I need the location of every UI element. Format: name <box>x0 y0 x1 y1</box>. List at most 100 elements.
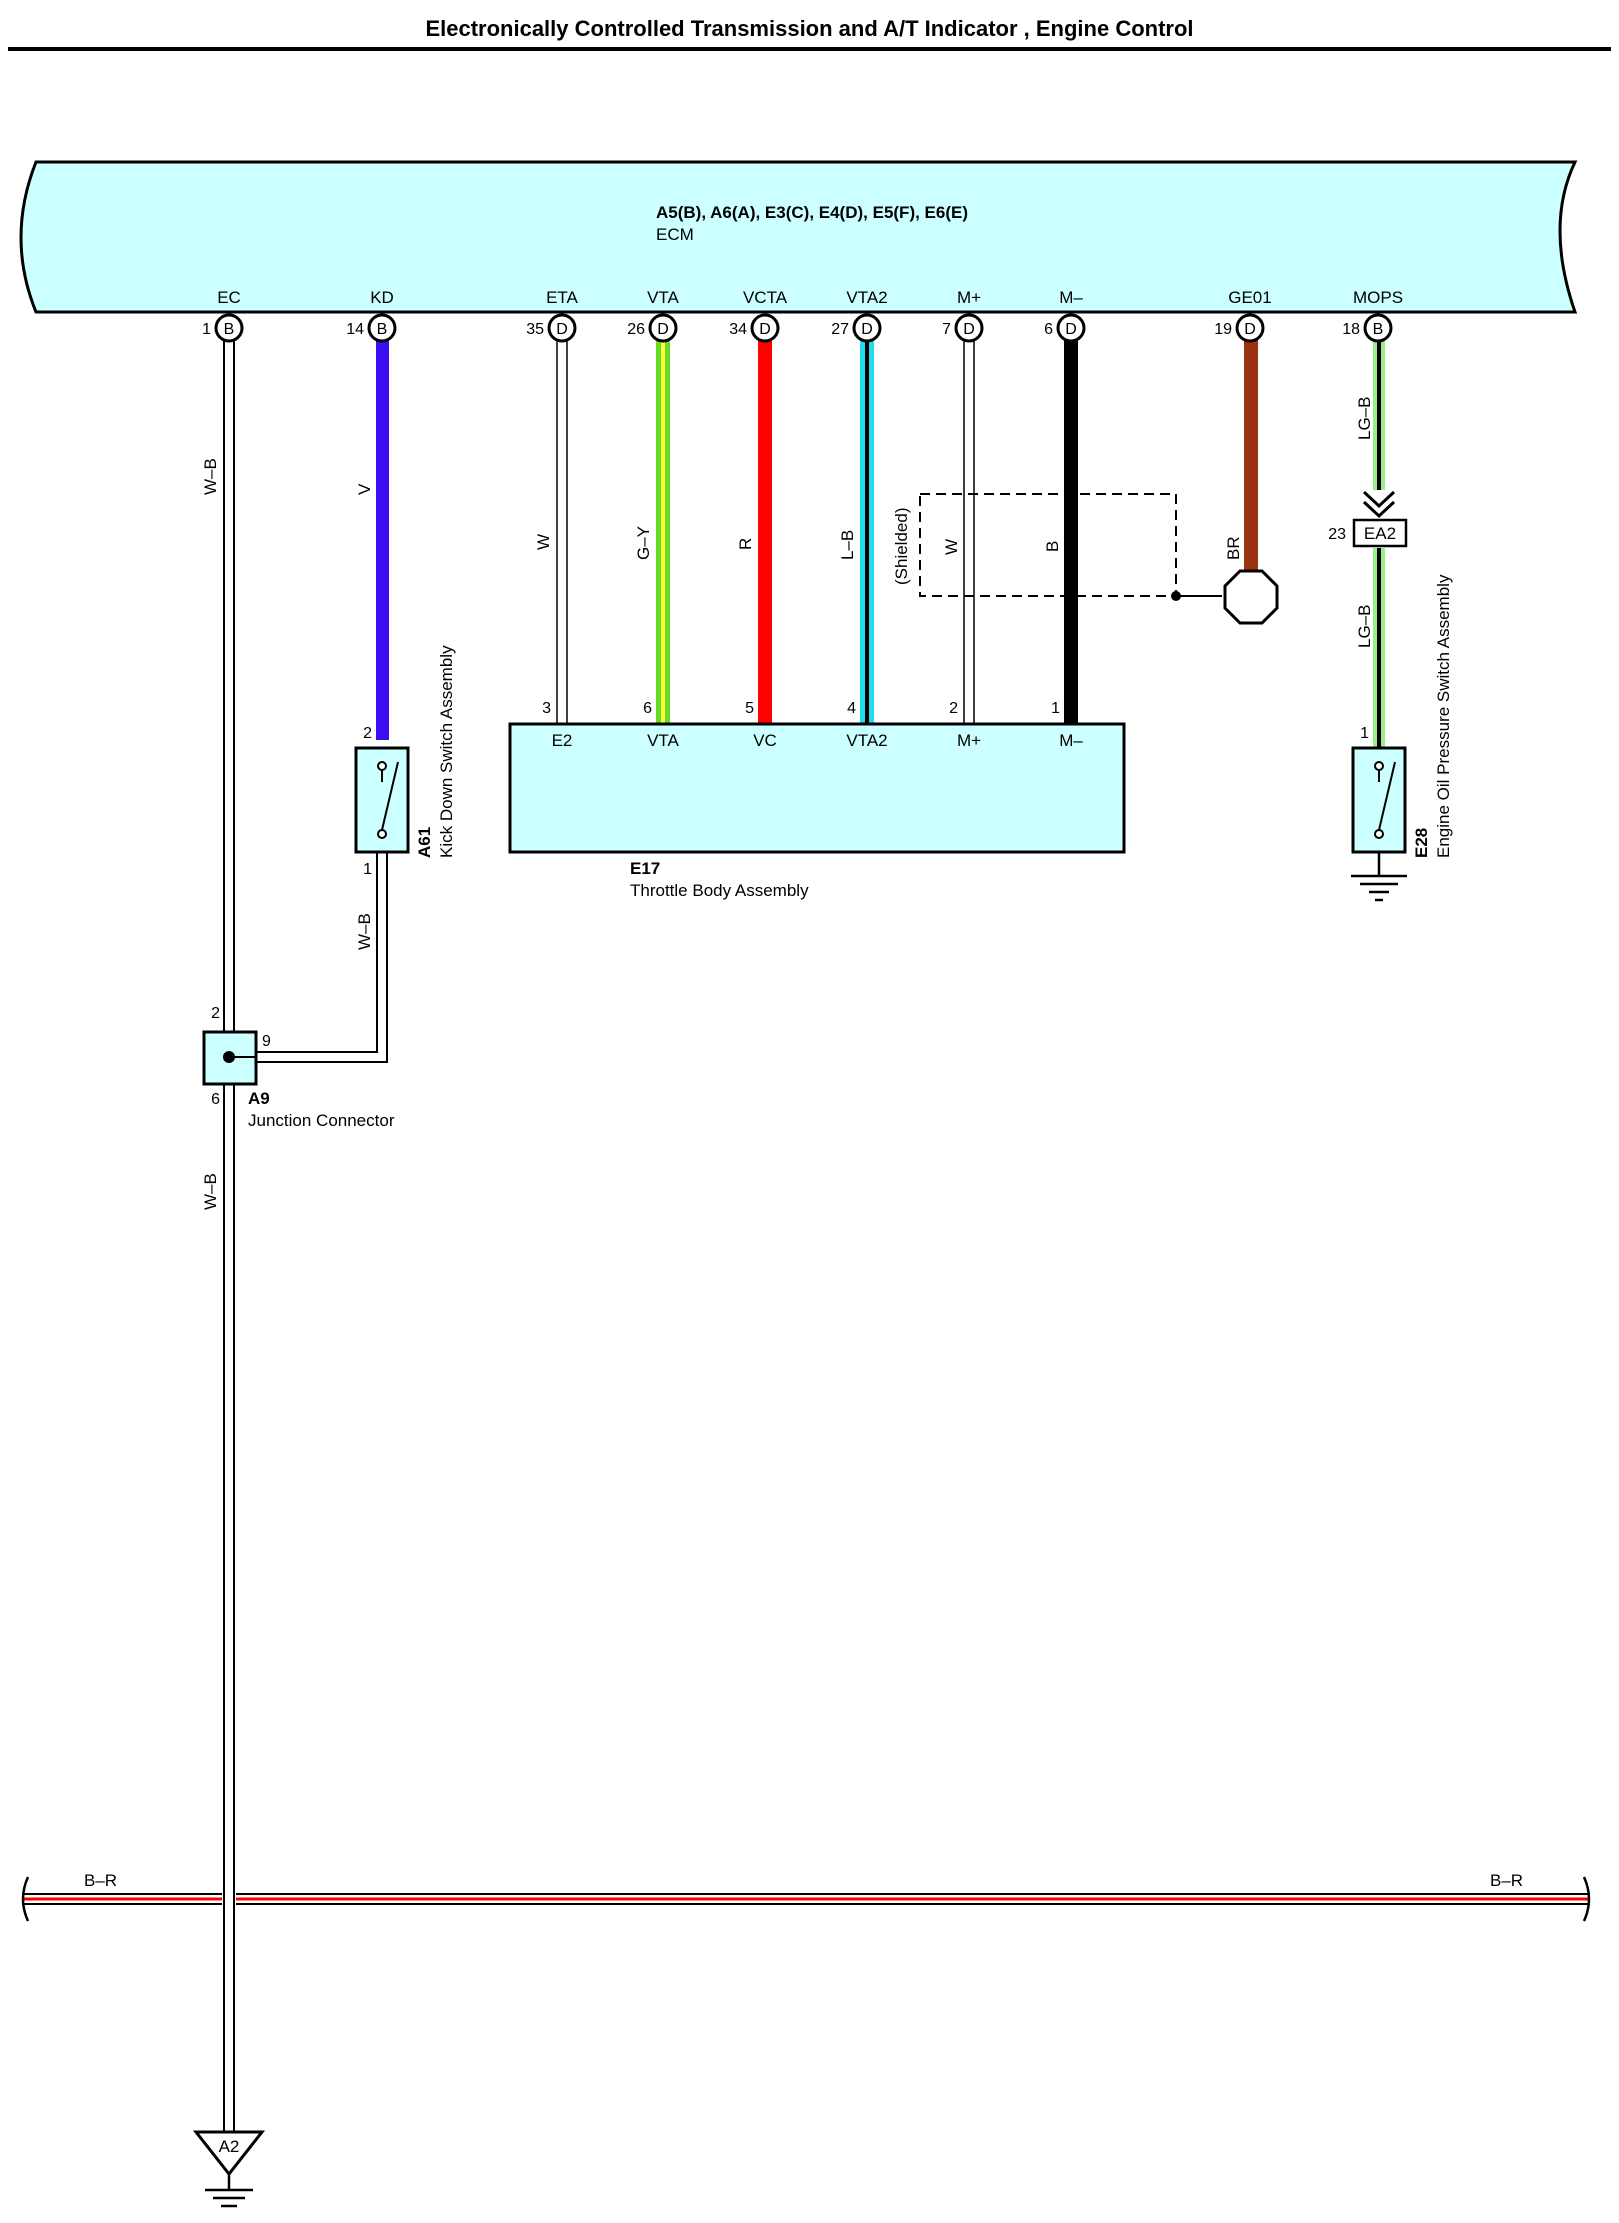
wire-vta2 <box>860 340 874 724</box>
kick-down-switch-icon <box>377 761 399 839</box>
ecm-terminal-vcta: VCTA <box>743 288 788 307</box>
wire-label-ec-lower: W–B <box>201 1173 220 1210</box>
kick-down-code: A61 <box>415 827 434 858</box>
ecm-terminal-mminus: M– <box>1059 288 1083 307</box>
oil-pressure-switch-icon <box>1374 761 1396 839</box>
ground-a2-label: A2 <box>219 2137 240 2156</box>
tb-terminal-vc: VC <box>753 731 777 750</box>
oil-pressure-name: Engine Oil Pressure Switch Assembly <box>1434 574 1453 858</box>
wire-label-vta2: L–B <box>838 530 857 560</box>
kick-down-pin-bottom: 1 <box>363 861 372 878</box>
wire-kd-lower <box>256 852 388 1063</box>
ecm-terminal-ec: EC <box>217 288 241 307</box>
ground-point-octagon <box>1223 569 1279 625</box>
throttle-body-box <box>508 722 1126 854</box>
wire-vta <box>656 340 670 724</box>
ecm-conn-eta: D <box>556 321 568 338</box>
tb-pin-vta: 6 <box>643 700 652 717</box>
ecm-pin-ec: 1 <box>202 321 211 338</box>
ecm-terminal-vta2: VTA2 <box>846 288 887 307</box>
ea2-connector-box <box>1352 518 1408 548</box>
tb-pin-vta2: 4 <box>847 700 856 717</box>
ecm-pin-mminus: 6 <box>1044 321 1053 338</box>
ecm-conn-mminus: D <box>1065 321 1077 338</box>
ecm-pin-vta2: 27 <box>831 321 849 338</box>
wire-label-mops-lower: LG–B <box>1355 605 1374 648</box>
ecm-pin-kd: 14 <box>346 321 364 338</box>
ecm-pin-vta: 26 <box>627 321 645 338</box>
ea2-pin: 23 <box>1328 526 1346 543</box>
ecm-pin-mops: 18 <box>1342 321 1360 338</box>
ecm-pin-eta: 35 <box>526 321 544 338</box>
bus-label-left: B–R <box>84 1871 117 1890</box>
junction-pin-top: 2 <box>211 1005 220 1022</box>
bus-label-right: B–R <box>1490 1871 1523 1890</box>
tb-pin-mplus: 2 <box>949 700 958 717</box>
ecm-pin-ge01: 19 <box>1214 321 1232 338</box>
kick-down-pin-top: 2 <box>363 725 372 742</box>
ecm-connectors: A5(B), A6(A), E3(C), E4(D), E5(F), E6(E) <box>656 203 968 222</box>
ecm-pin-vcta: 34 <box>729 321 747 338</box>
wire-label-kd-lower: W–B <box>355 913 374 950</box>
wire-mplus <box>963 340 975 724</box>
ecm-conn-ge01: D <box>1244 321 1256 338</box>
wire-mops <box>1373 340 1385 748</box>
tb-pin-vc: 5 <box>745 700 754 717</box>
oil-pressure-code: E28 <box>1412 828 1431 858</box>
ecm-terminal-vta: VTA <box>647 288 679 307</box>
tb-terminal-e2: E2 <box>552 731 573 750</box>
wire-eta <box>556 340 568 724</box>
shield-box <box>919 493 1177 597</box>
wire-ec <box>223 340 235 2140</box>
junction-name: Junction Connector <box>248 1111 395 1130</box>
ground-a2-icon <box>205 2174 253 2208</box>
title-rule <box>8 47 1611 51</box>
tb-terminal-mplus: M+ <box>957 731 981 750</box>
ecm-conn-mops: B <box>1373 321 1384 338</box>
ea2-connector-chevron <box>1362 490 1396 519</box>
kick-down-name: Kick Down Switch Assembly <box>437 645 456 858</box>
wire-vcta <box>758 340 772 724</box>
wire-mminus <box>1064 340 1078 724</box>
junction-pin-bottom: 6 <box>211 1091 220 1108</box>
wire-kd <box>376 340 389 740</box>
ecm-conn-ec: B <box>224 321 235 338</box>
wire-label-mops-upper: LG–B <box>1355 397 1374 440</box>
ecm-terminal-eta: ETA <box>546 288 578 307</box>
wire-ge01 <box>1244 340 1258 572</box>
wire-label-kd: V <box>355 483 374 495</box>
junction-dot <box>223 1051 235 1063</box>
tb-terminal-vta: VTA <box>647 731 679 750</box>
ecm-terminal-kd: KD <box>370 288 394 307</box>
ecm-name: ECM <box>656 225 694 244</box>
ecm-conn-mplus: D <box>963 321 975 338</box>
wire-label-vta: G–Y <box>634 526 653 560</box>
ea2-label: EA2 <box>1364 524 1396 543</box>
tb-pin-mminus: 1 <box>1051 700 1060 717</box>
wire-label-mminus: B <box>1043 541 1062 552</box>
wire-label-ec: W–B <box>201 458 220 495</box>
ecm-terminal-mplus: M+ <box>957 288 981 307</box>
tb-terminal-vta2: VTA2 <box>846 731 887 750</box>
ecm-pin-mplus: 7 <box>942 321 951 338</box>
tb-terminal-mminus: M– <box>1059 731 1083 750</box>
page-title: Electronically Controlled Transmission a… <box>425 16 1194 41</box>
wire-label-mplus: W <box>942 539 961 555</box>
wire-label-vcta: R <box>736 538 755 550</box>
junction-code: A9 <box>248 1089 270 1108</box>
junction-pin-side: 9 <box>262 1033 271 1050</box>
tb-pin-e2: 3 <box>542 700 551 717</box>
oil-pressure-ground-icon <box>1351 852 1407 902</box>
shielded-label: (Shielded) <box>892 508 911 586</box>
bus-br <box>21 1876 1591 1922</box>
ecm-pins <box>214 313 1393 343</box>
ecm-box <box>19 160 1578 314</box>
throttle-body-name: Throttle Body Assembly <box>630 881 809 900</box>
ecm-terminal-mops: MOPS <box>1353 288 1403 307</box>
ecm-conn-vcta: D <box>759 321 771 338</box>
shield-junction-dot <box>1171 591 1181 601</box>
ecm-conn-vta: D <box>657 321 669 338</box>
wire-label-eta: W <box>534 534 553 550</box>
oil-pressure-pin-top: 1 <box>1360 725 1369 742</box>
throttle-body-code: E17 <box>630 859 660 878</box>
